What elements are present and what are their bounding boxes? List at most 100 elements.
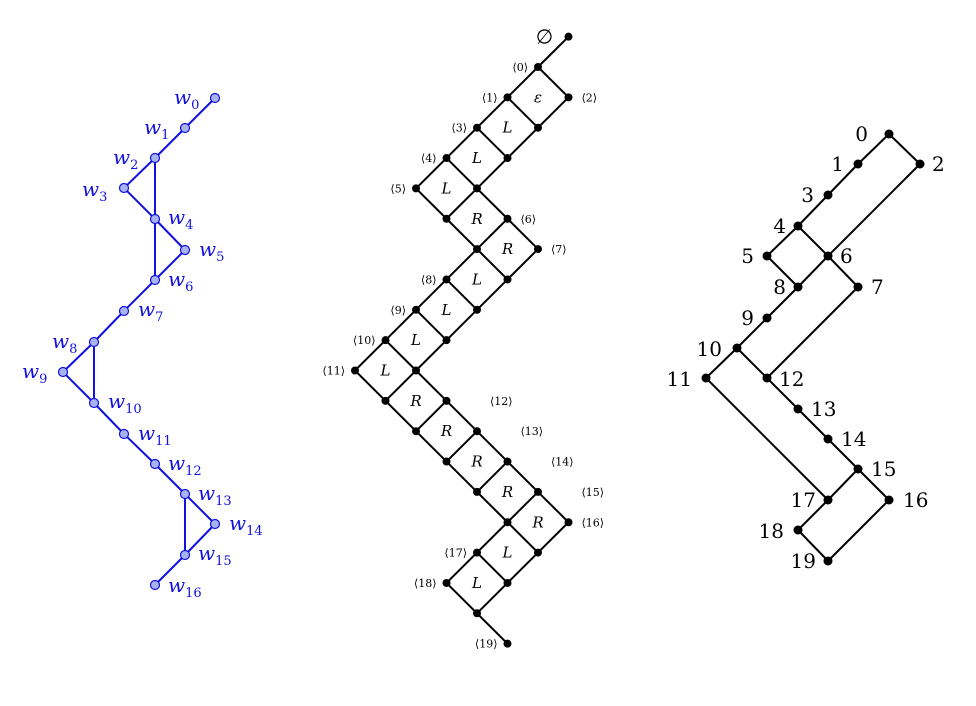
poset-edge <box>705 347 738 379</box>
blue-node-label-sub: 8 <box>69 342 77 357</box>
lattice-node <box>442 154 451 163</box>
lattice-node <box>412 184 420 193</box>
blue-edge <box>154 463 186 495</box>
lattice-cell-label: L <box>471 270 482 288</box>
poset-node <box>823 190 833 200</box>
lattice-node-label: ⟨2⟩ <box>582 91 598 104</box>
lattice-cell-label: L <box>441 179 452 197</box>
lattice-cell-label: L <box>502 544 513 562</box>
lattice-node <box>534 548 542 557</box>
lattice-edge <box>384 400 417 432</box>
lattice-edge <box>445 400 478 432</box>
lattice-node-label: ⟨8⟩ <box>421 273 437 286</box>
lattice-edge <box>476 157 509 190</box>
blue-node-label-base: w <box>198 481 215 505</box>
lattice-cell-label: R <box>531 513 543 531</box>
lattice-cell-label: L <box>471 149 482 167</box>
poset-node <box>823 251 833 261</box>
blue-edge <box>93 402 125 435</box>
poset-node <box>793 525 803 535</box>
poset-node-label: 14 <box>841 427 866 451</box>
blue-node-label-base: w <box>108 389 125 413</box>
blue-node-label-sub: 3 <box>99 190 107 205</box>
lattice-node-label: ⟨1⟩ <box>482 91 498 104</box>
poset-edge <box>797 194 829 227</box>
lattice-cell-label: ε <box>534 88 542 106</box>
blue-node-label-sub: 9 <box>39 372 47 387</box>
blue-edge <box>62 341 95 373</box>
blue-node <box>88 397 100 409</box>
lattice-node <box>473 487 481 496</box>
blue-node-label: w1 <box>144 115 169 143</box>
lattice-node-label: ⟨19⟩ <box>475 638 498 651</box>
blue-node-label-sub: 2 <box>130 158 138 173</box>
lattice-node <box>473 305 481 314</box>
poset-node-label: 7 <box>871 275 884 299</box>
poset-edge <box>797 408 829 440</box>
lattice-node-label: ⟨3⟩ <box>451 122 467 135</box>
lattice-node-label: ⟨17⟩ <box>444 547 467 560</box>
lattice-node <box>564 32 573 41</box>
poset-node-label: 8 <box>773 275 786 299</box>
lattice-edge <box>476 278 509 311</box>
blue-node-label-base: w <box>168 267 185 291</box>
blue-edge <box>154 218 186 251</box>
lattice-edge <box>445 218 478 250</box>
lattice-edge <box>476 460 509 493</box>
lattice-node-label: ⟨13⟩ <box>521 425 544 438</box>
blue-node-label-base: w <box>138 297 155 321</box>
lattice-node <box>503 93 512 102</box>
lattice-node <box>412 366 420 375</box>
blue-node <box>149 213 161 225</box>
blue-node-label-sub: 10 <box>125 402 142 417</box>
lattice-edge <box>506 521 539 554</box>
blue-edge <box>184 97 216 129</box>
lattice-edge <box>476 491 509 523</box>
lattice-node <box>351 366 359 375</box>
lattice-edge <box>476 126 509 159</box>
poset-edge <box>827 163 859 196</box>
poset-edge <box>857 133 890 165</box>
blue-node <box>149 274 161 286</box>
blue-node-label-base: w <box>168 205 185 229</box>
poset-node-label: 16 <box>903 488 928 512</box>
blue-node <box>118 428 130 440</box>
lattice-edge <box>415 157 448 190</box>
lattice-edge <box>445 582 478 615</box>
lattice-node-label: ⟨15⟩ <box>582 486 605 499</box>
lattice-edge <box>476 187 509 220</box>
poset-node-label: 6 <box>840 244 853 268</box>
lattice-edge <box>506 551 539 584</box>
poset-edge <box>797 529 829 562</box>
poset-node-label: 4 <box>773 214 786 238</box>
lattice-edge <box>445 248 478 281</box>
blue-node-label-base: w <box>174 85 191 109</box>
blue-node-label: w10 <box>108 389 142 417</box>
lattice-node <box>381 336 390 345</box>
blue-node-label: w12 <box>168 451 202 479</box>
lattice-edge <box>354 339 387 372</box>
blue-edge <box>123 187 156 220</box>
poset-node <box>762 373 772 383</box>
poset-node-label: 3 <box>801 183 814 207</box>
blue-edge <box>123 433 156 465</box>
blue-node-label: w4 <box>168 205 193 233</box>
poset-node-label: 13 <box>811 397 836 421</box>
blue-edge <box>154 127 186 159</box>
empty-set-label: ∅ <box>536 25 553 49</box>
lattice-node <box>412 427 420 436</box>
lattice-edge <box>506 218 539 250</box>
lattice-cell-label: R <box>409 392 421 410</box>
poset-node <box>853 282 863 292</box>
poset-node-label: 5 <box>741 244 754 268</box>
lattice-edge <box>384 309 417 341</box>
poset-edge <box>766 225 799 257</box>
lattice-cell-label: R <box>501 240 513 258</box>
poset-node <box>793 282 803 292</box>
lattice-node-label: ⟨16⟩ <box>582 516 605 529</box>
poset-node <box>823 556 833 566</box>
lattice-edge <box>537 491 570 523</box>
lattice-edge <box>445 460 478 493</box>
poset-node-label: 9 <box>741 306 754 330</box>
